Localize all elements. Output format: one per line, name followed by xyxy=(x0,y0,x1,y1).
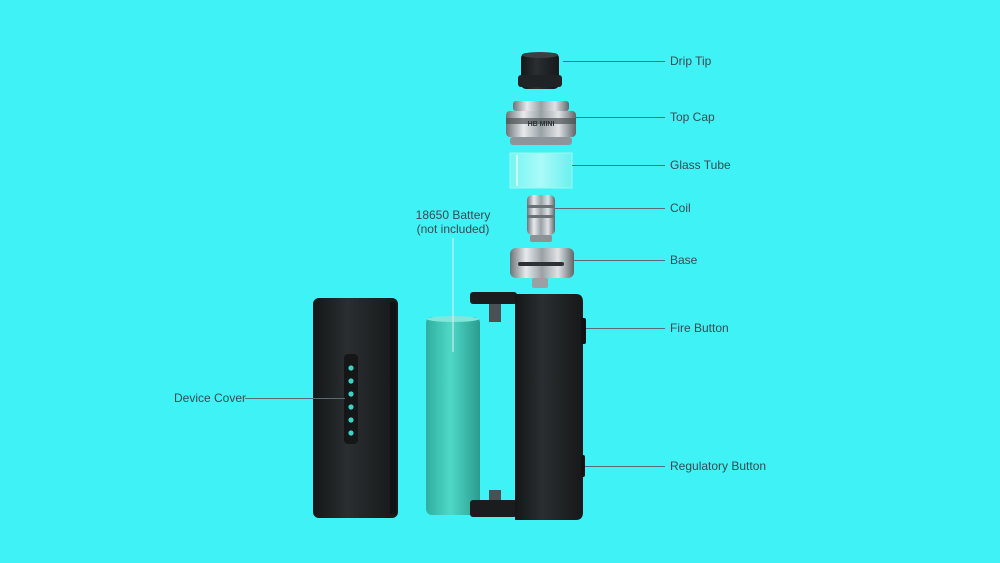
leader-device-cover xyxy=(245,398,345,399)
leader-coil xyxy=(555,208,665,209)
label-fire-button: Fire Button xyxy=(670,321,729,335)
glass-tube xyxy=(509,152,573,189)
device-body xyxy=(470,292,586,520)
label-battery-line1: 18650 Battery xyxy=(415,208,491,222)
leader-fire-button xyxy=(586,328,665,329)
label-top-cap: Top Cap xyxy=(670,110,715,124)
drip-tip xyxy=(518,52,562,89)
top-cap: HB MINI xyxy=(506,101,576,145)
leader-regulatory-button xyxy=(585,466,665,467)
leader-drip-tip xyxy=(563,61,665,62)
label-glass-tube: Glass Tube xyxy=(670,158,731,172)
label-coil: Coil xyxy=(670,201,691,215)
regulatory-button-shape xyxy=(581,455,585,477)
device-cover xyxy=(313,298,398,518)
label-base: Base xyxy=(670,253,698,267)
coil xyxy=(527,195,555,242)
leader-top-cap xyxy=(576,117,665,118)
base xyxy=(510,248,574,288)
tank-marking: HB MINI xyxy=(528,121,555,128)
label-battery-line2: (not included) xyxy=(416,222,490,236)
fire-button-shape xyxy=(581,318,586,344)
label-regulatory-button: Regulatory Button xyxy=(670,459,767,473)
label-device-cover: Device Cover xyxy=(174,391,247,405)
leader-glass-tube xyxy=(572,165,665,166)
label-drip-tip: Drip Tip xyxy=(670,54,712,68)
leader-base xyxy=(574,260,665,261)
